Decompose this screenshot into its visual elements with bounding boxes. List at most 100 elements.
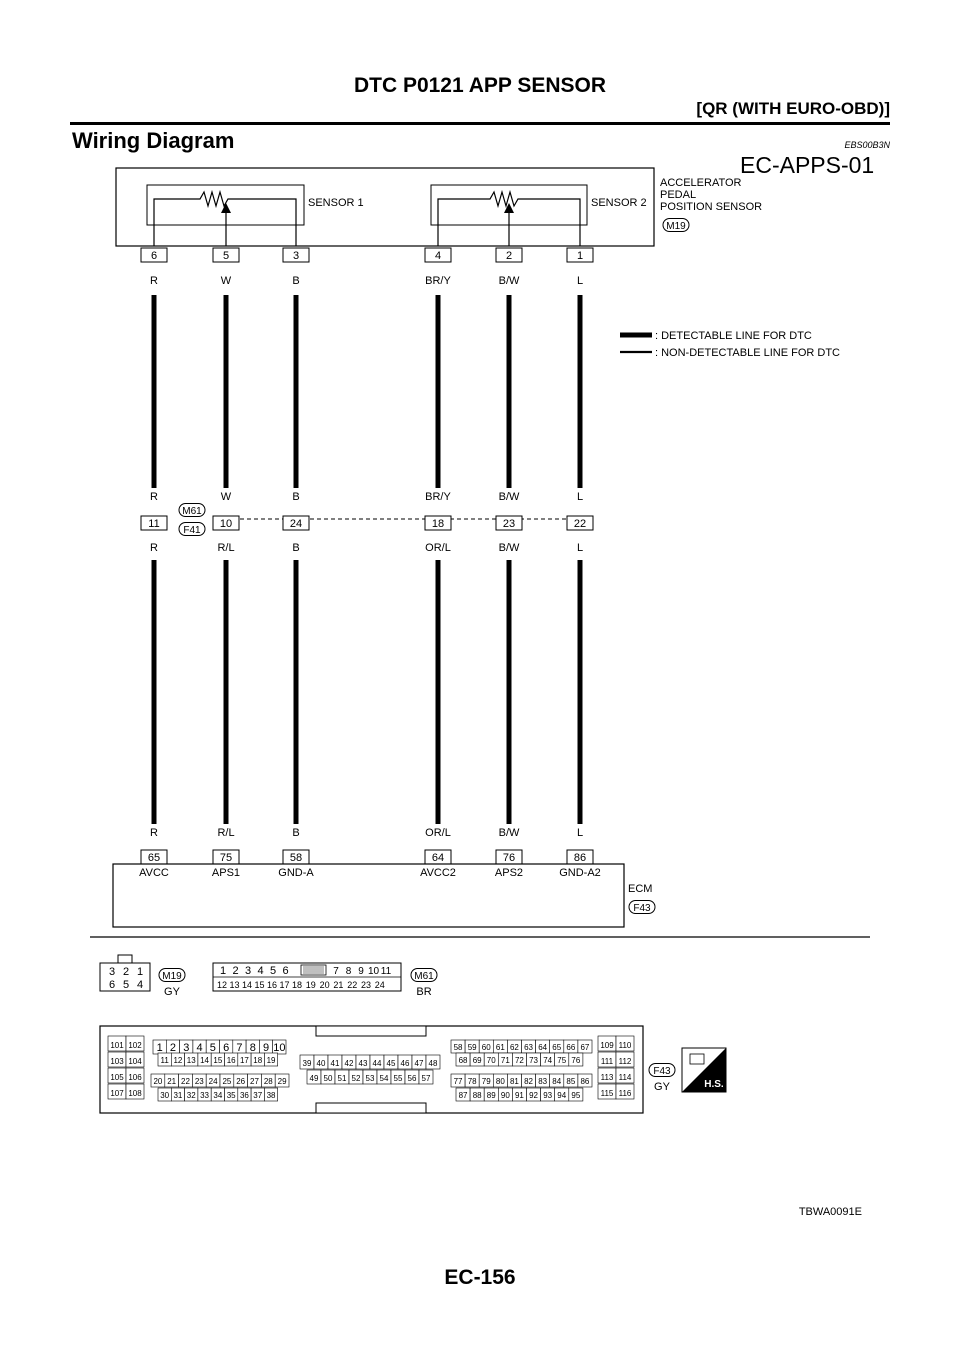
f43-pin: 1 (157, 1042, 163, 1054)
f43-pin: 93 (543, 1091, 552, 1100)
f43-pin-cell (577, 1073, 593, 1088)
f43-pin: 85 (566, 1077, 575, 1086)
m61-pin: 17 (279, 980, 289, 990)
f43-pin: 92 (529, 1091, 538, 1100)
f43-pin: 102 (128, 1041, 142, 1050)
m19-color: GY (164, 986, 181, 998)
f43-pin-cell (615, 1035, 635, 1052)
joint-pin-label: 11 (148, 518, 159, 530)
m61-pin: 13 (229, 980, 239, 990)
m61-pin: 14 (242, 980, 252, 990)
ecm-pin-label: 65 (148, 852, 160, 864)
page-header-title: DTC P0121 APP SENSOR (353, 74, 607, 97)
f43-pin: 77 (454, 1077, 463, 1086)
f43-pin: 11 (160, 1056, 169, 1065)
f43-pin-cell (615, 1067, 635, 1084)
f43-pin: 69 (473, 1056, 482, 1065)
f43-pin: 116 (619, 1089, 632, 1098)
f43-pin-cell (125, 1035, 145, 1052)
f43-pin: 104 (128, 1057, 142, 1066)
sensor-pin-label-box (140, 247, 168, 263)
f43-pin-cell (615, 1083, 635, 1100)
ecm-connector-id-badge (628, 900, 656, 914)
f43-pin: 44 (373, 1059, 382, 1068)
f43-pin-cell (125, 1051, 145, 1068)
wire-color-ecm: OR/L (425, 827, 451, 839)
m19-pin: 2 (123, 966, 129, 978)
f43-pin: 83 (538, 1077, 547, 1086)
m61-connector-id: M61 (414, 971, 434, 982)
m61-pin: 10 (368, 966, 380, 977)
f43-pin-cell (568, 1087, 584, 1102)
f43-pin: 75 (557, 1056, 566, 1065)
m19-latch (117, 954, 133, 964)
ecm-signal-label: APS1 (212, 867, 240, 879)
wire-color-ecm: R (150, 827, 158, 839)
f43-pin: 16 (227, 1056, 236, 1065)
m61-pin: 21 (333, 980, 343, 990)
f43-pin: 38 (267, 1091, 276, 1100)
page-number: EC-156 (444, 1266, 516, 1289)
wire-color-top: BR/Y (425, 275, 451, 287)
f43-pin: 27 (250, 1077, 259, 1086)
f43-pin: 106 (128, 1073, 142, 1082)
f43-pin: 14 (200, 1056, 209, 1065)
f43-color: GY (654, 1081, 671, 1093)
f43-pin: 9 (263, 1042, 269, 1054)
m61-pin: 22 (347, 980, 357, 990)
f43-pin: 45 (387, 1059, 396, 1068)
sensor-housing (115, 167, 655, 247)
joint-pin-label: 10 (220, 518, 232, 530)
f43-pin: 17 (240, 1056, 249, 1065)
m61-pin: 8 (346, 966, 352, 977)
f43-pin: 58 (454, 1043, 463, 1052)
f43-pin: 12 (173, 1056, 182, 1065)
m61-pin: 11 (381, 966, 392, 977)
wire-color-ecm: L (577, 827, 583, 839)
joint-pin-label: 23 (503, 518, 515, 530)
f43-pin: 84 (552, 1077, 561, 1086)
f43-pin: 32 (187, 1091, 196, 1100)
harness-connector-upper-badge (178, 503, 206, 517)
ecm-pin-label: 75 (220, 852, 232, 864)
m61-pin: 2 (232, 965, 238, 977)
f43-pin: 21 (167, 1077, 176, 1086)
f43-pin: 108 (128, 1089, 142, 1098)
joint-pin-label-box (282, 515, 310, 531)
section-title: Wiring Diagram (72, 128, 235, 153)
m19-connector-id-badge (158, 968, 186, 982)
f43-pin: 91 (515, 1091, 524, 1100)
hs-label: H.S. (704, 1079, 724, 1090)
joint-pin-label-box (566, 515, 594, 531)
f43-pin: 46 (401, 1059, 410, 1068)
f43-pin: 24 (209, 1077, 218, 1086)
ecm-pin-label: 64 (432, 852, 444, 864)
f43-pin: 72 (515, 1056, 524, 1065)
sensor2-wiper-arrow (504, 203, 514, 213)
f43-pin: 35 (227, 1091, 236, 1100)
f43-pin: 61 (496, 1043, 505, 1052)
sensor1-resistor (153, 189, 297, 246)
f43-pin: 13 (187, 1056, 196, 1065)
m61-pin: 5 (270, 965, 276, 977)
sensor-pin-label-box (212, 247, 240, 263)
f43-pin: 49 (310, 1074, 319, 1083)
f43-pin: 8 (250, 1042, 256, 1054)
f43-pin: 63 (524, 1043, 533, 1052)
f43-pin: 23 (195, 1077, 204, 1086)
f43-pin: 107 (110, 1089, 124, 1098)
ecm-pin-label: 76 (503, 852, 515, 864)
wire-color-ecm: R/L (217, 827, 234, 839)
f43-pin-cell (125, 1083, 145, 1100)
f43-pin: 2 (170, 1042, 176, 1054)
f43-pin: 19 (267, 1056, 276, 1065)
f43-pin: 78 (468, 1077, 477, 1086)
sensor1-label: SENSOR 1 (308, 197, 364, 209)
f43-pin: 112 (619, 1057, 632, 1066)
ecm-signal-label: APS2 (495, 867, 523, 879)
f43-pin: 68 (459, 1056, 468, 1065)
f43-pin: 36 (240, 1091, 249, 1100)
sensor-pin-label: 3 (293, 250, 299, 262)
m61-connector-id-badge (410, 968, 438, 982)
